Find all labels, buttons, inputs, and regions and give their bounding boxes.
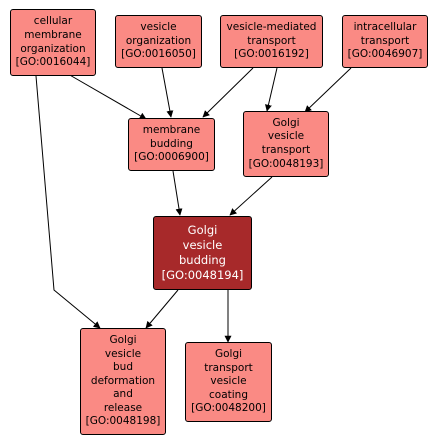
node-label-line: release bbox=[103, 401, 143, 414]
node-label-line: [GO:0016192] bbox=[234, 48, 309, 61]
node-label-line: [GO:0048193] bbox=[248, 157, 324, 170]
edge-vesicle-mediated-transport-to-membrane-budding bbox=[202, 67, 254, 118]
edge-vesicle-organization-to-membrane-budding bbox=[161, 67, 174, 118]
node-label-line: membrane bbox=[142, 124, 201, 137]
node-label-line: membrane bbox=[24, 28, 82, 41]
node-label-line: Golgi bbox=[187, 222, 218, 237]
node-label-line: transport bbox=[204, 361, 253, 374]
node-label-line: [GO:0006900] bbox=[134, 151, 209, 164]
node-label-line: vesicle bbox=[267, 130, 305, 143]
edge-intracellular-transport-to-golgi-vesicle-transport bbox=[304, 67, 352, 113]
node-label-line: vesicle bbox=[104, 347, 142, 360]
node-label-line: vesicle-mediated bbox=[226, 21, 317, 34]
node-label-line: vesicle bbox=[140, 21, 177, 34]
node-label-line: [GO:0016044] bbox=[15, 56, 91, 69]
node-label-line: Golgi bbox=[272, 116, 300, 129]
node-label-line: transport bbox=[247, 34, 296, 47]
node-label-line: budding bbox=[150, 137, 193, 150]
edge-vesicle-mediated-transport-to-golgi-vesicle-transport bbox=[265, 67, 278, 112]
node-label-line: transport bbox=[360, 34, 410, 47]
node-label-line: bud bbox=[113, 361, 133, 374]
node-label-line: organization bbox=[125, 34, 192, 47]
node-label-line: organization bbox=[20, 42, 86, 55]
node-label-line: Golgi bbox=[214, 348, 243, 361]
node-label-line: coating bbox=[209, 388, 248, 401]
node-label-line: [GO:0046907] bbox=[347, 48, 423, 61]
node-label-line: [GO:0048200] bbox=[191, 402, 266, 415]
edge-golgi-vesicle-budding-to-bud-deformation bbox=[145, 289, 179, 329]
edge-membrane-budding-to-golgi-vesicle-budding bbox=[172, 170, 183, 216]
node-label-line: and bbox=[113, 388, 133, 401]
node-label-line: cellular bbox=[33, 15, 73, 28]
edge-golgi-vesicle-transport-to-golgi-vesicle-budding bbox=[229, 176, 273, 216]
node-label-line: [GO:0048198] bbox=[85, 415, 161, 428]
node-label-line: [GO:0016050] bbox=[121, 48, 196, 61]
node-label-line: vesicle bbox=[210, 375, 247, 388]
node-label-line: transport bbox=[261, 144, 311, 156]
node-label-line: intracellular bbox=[353, 21, 417, 34]
edge-cellular-membrane-organization-to-membrane-budding bbox=[67, 73, 147, 120]
edge-cellular-membrane-organization-to-bud-deformation bbox=[35, 75, 101, 329]
node-label-line: [GO:0048194] bbox=[161, 268, 244, 283]
node-label-line: budding bbox=[179, 253, 226, 267]
node-label-line: vesicle bbox=[182, 237, 223, 252]
node-label-line: deformation bbox=[90, 374, 156, 387]
node-label-line: Golgi bbox=[109, 333, 137, 346]
